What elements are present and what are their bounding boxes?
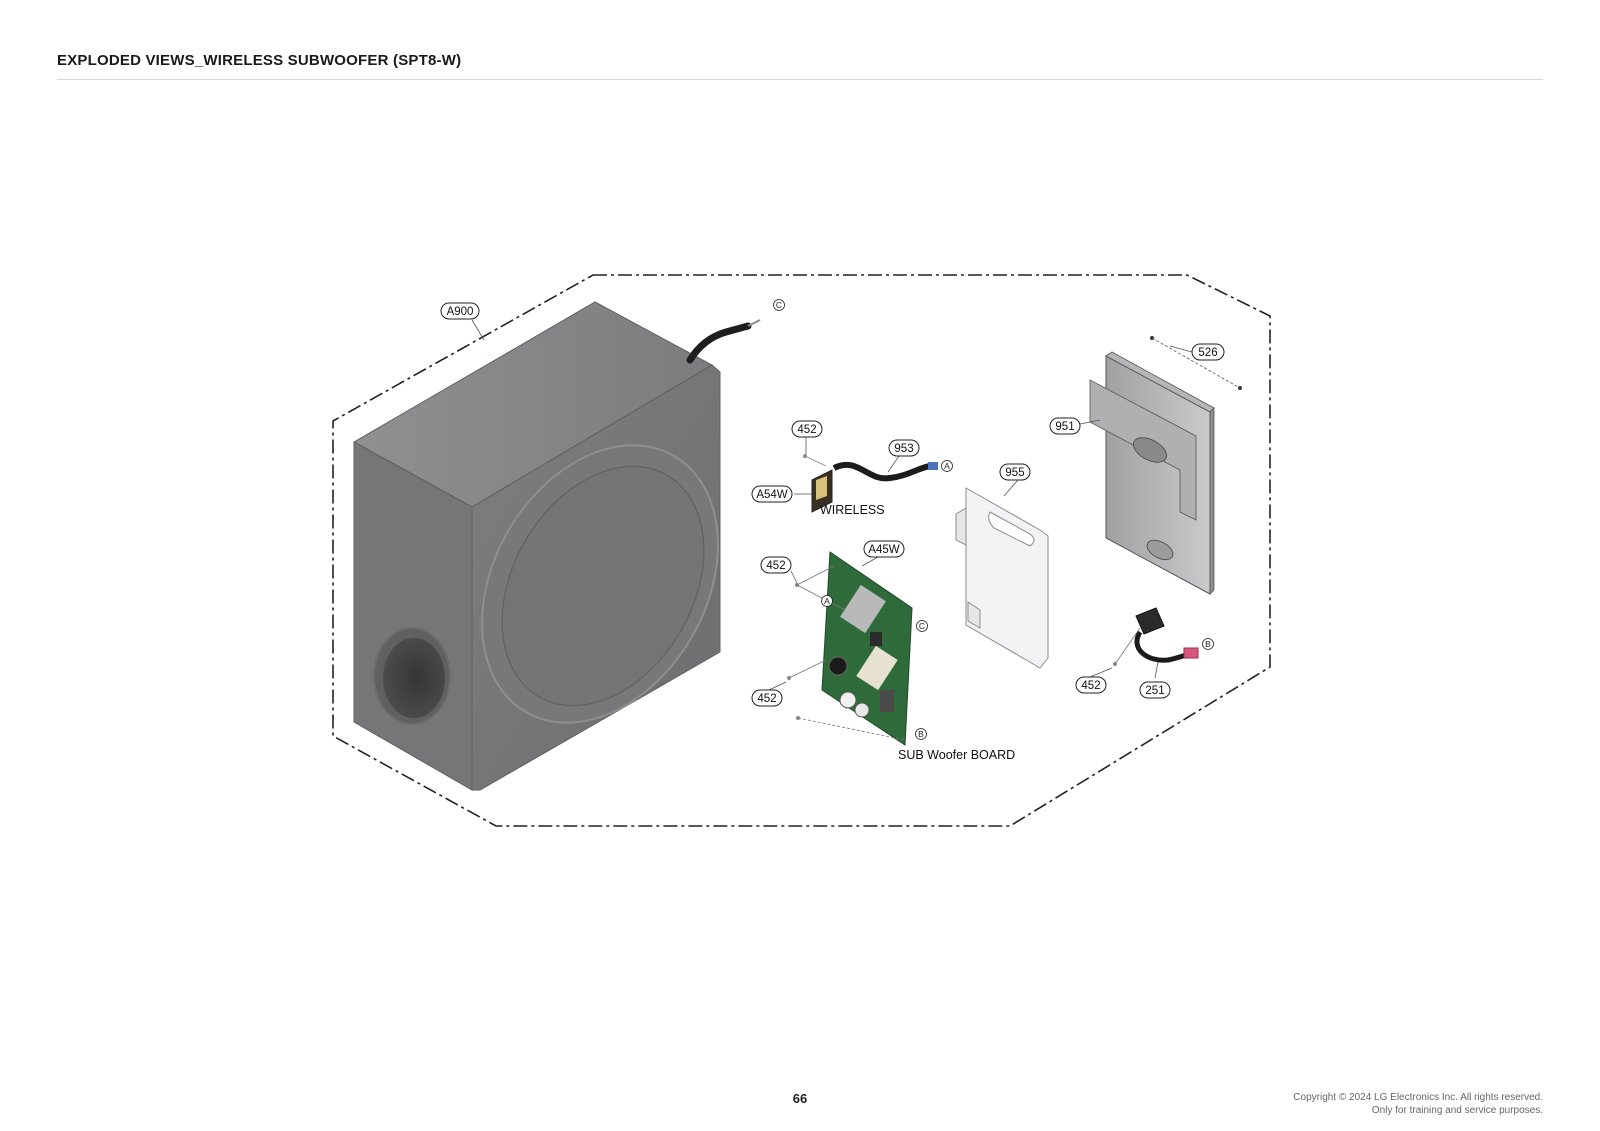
callout-452-board-top: 452 xyxy=(760,556,792,574)
svg-text:955: 955 xyxy=(1005,467,1024,479)
svg-text:452: 452 xyxy=(1081,680,1100,692)
svg-text:452: 452 xyxy=(757,693,776,705)
leader-lines xyxy=(471,319,1193,691)
mounting-bracket xyxy=(955,487,1049,669)
svg-text:C: C xyxy=(776,300,782,310)
callout-526: 526 xyxy=(1191,343,1225,361)
copyright-line-2: Only for training and service purposes. xyxy=(1371,1105,1543,1116)
svg-text:A54W: A54W xyxy=(756,489,787,501)
svg-text:A: A xyxy=(944,461,950,471)
callout-452-board-bottom: 452 xyxy=(751,689,783,707)
svg-text:251: 251 xyxy=(1145,685,1164,697)
svg-text:B: B xyxy=(918,729,924,739)
callout-953: 953 xyxy=(888,439,920,457)
callout-452-wireless: 452 xyxy=(791,420,823,438)
callout-a900: A900 xyxy=(440,302,480,320)
callout-a45w: A45W xyxy=(863,540,905,558)
title-divider xyxy=(57,79,1543,80)
page-number: 66 xyxy=(792,1091,808,1106)
svg-text:A: A xyxy=(824,596,830,606)
connector-mark-a-board: A xyxy=(821,595,833,607)
sub-woofer-board xyxy=(787,551,913,746)
caption-wireless: WIRELESS xyxy=(820,503,885,517)
svg-text:526: 526 xyxy=(1198,347,1217,359)
copyright-line-1: Copyright © 2024 LG Electronics Inc. All… xyxy=(1293,1092,1543,1103)
assembly-boundary xyxy=(332,274,1271,827)
callout-452-inlet: 452 xyxy=(1075,676,1107,694)
connector-mark-b-board: B xyxy=(915,728,927,740)
callout-251: 251 xyxy=(1139,681,1171,699)
rear-cover xyxy=(1089,336,1242,595)
svg-text:951: 951 xyxy=(1055,421,1074,433)
callout-951: 951 xyxy=(1049,417,1081,435)
connector-mark-b-inlet: B xyxy=(1202,638,1214,650)
connector-mark-a-cable: A xyxy=(941,460,953,472)
svg-text:C: C xyxy=(919,621,925,631)
svg-text:452: 452 xyxy=(766,560,785,572)
wireless-module xyxy=(803,454,938,513)
connector-mark-c-cable: C xyxy=(773,299,785,311)
svg-text:953: 953 xyxy=(894,443,913,455)
page-title: EXPLODED VIEWS_WIRELESS SUBWOOFER (SPT8-… xyxy=(57,52,462,69)
subwoofer-cabinet xyxy=(352,301,761,791)
copyright-notice: Copyright © 2024 LG Electronics Inc. All… xyxy=(1293,1091,1543,1117)
callout-a54w: A54W xyxy=(751,485,793,503)
power-inlet xyxy=(1113,607,1199,666)
caption-sub-woofer-board: SUB Woofer BOARD xyxy=(898,748,1015,762)
svg-text:A900: A900 xyxy=(447,306,474,318)
connector-mark-c-board: C xyxy=(916,620,928,632)
svg-text:452: 452 xyxy=(797,424,816,436)
callout-955: 955 xyxy=(999,463,1031,481)
svg-text:A45W: A45W xyxy=(868,544,899,556)
svg-text:B: B xyxy=(1205,639,1211,649)
